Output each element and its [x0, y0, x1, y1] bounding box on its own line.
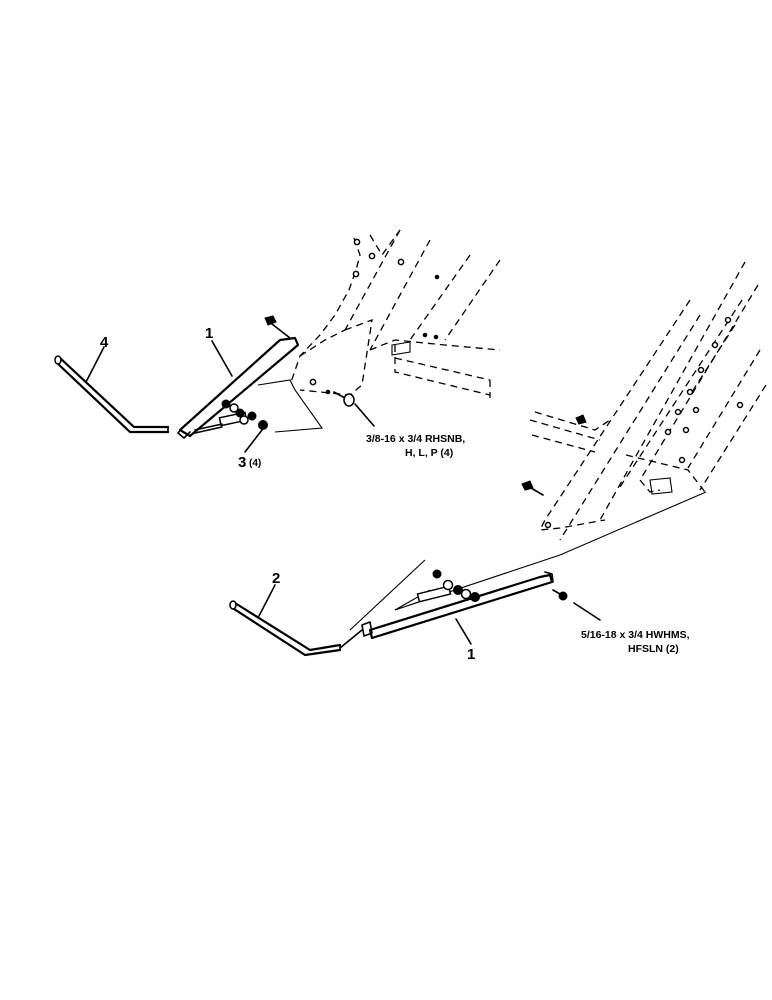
callout-top-hardware-qty: (4) [249, 458, 261, 469]
top-bracket [178, 336, 300, 438]
callout-top-bracket: 1 [205, 325, 213, 342]
frame-hole [353, 238, 361, 246]
bottom-bracket [368, 573, 554, 640]
top-bolt [325, 389, 355, 407]
spec-bottom-bolt-line2: HFSLN (2) [628, 643, 679, 655]
lower-assembly [229, 414, 707, 657]
frame-hole [309, 378, 317, 386]
frame-hole [397, 258, 405, 266]
frame-bolt [521, 414, 587, 496]
leader-top-hardware [244, 429, 263, 453]
leader-bottom-rod [258, 584, 276, 617]
leader-bottom-bracket [455, 618, 472, 645]
leader-top-bolt [354, 403, 375, 427]
spec-top-bolt-line2: H, L, P (4) [405, 447, 453, 459]
top-hardware [194, 399, 268, 434]
bolt-head [264, 315, 277, 326]
callout-top-hardware: 3 [238, 454, 246, 471]
callout-bottom-bracket: 1 [467, 646, 475, 663]
bottom-rod [229, 605, 342, 657]
leader-top-bracket [211, 340, 233, 377]
spec-bottom-bolt-line1: 5/16-18 x 3/4 HWHMS, [581, 629, 690, 641]
frame-hole [352, 270, 360, 278]
upper-assembly [54, 315, 375, 453]
leader-top-rod [85, 346, 105, 383]
leader-bottom-bolt [573, 602, 601, 621]
lower-frame-phantom [529, 261, 767, 541]
frame-hole [368, 252, 376, 260]
upper-frame-phantom [289, 229, 501, 398]
callout-bottom-rod: 2 [272, 570, 280, 587]
bottom-hardware [416, 569, 568, 603]
callout-top-rod: 4 [100, 334, 109, 351]
top-rod [54, 360, 170, 434]
spec-top-bolt-line1: 3/8-16 x 3/4 RHSNB, [366, 433, 465, 445]
